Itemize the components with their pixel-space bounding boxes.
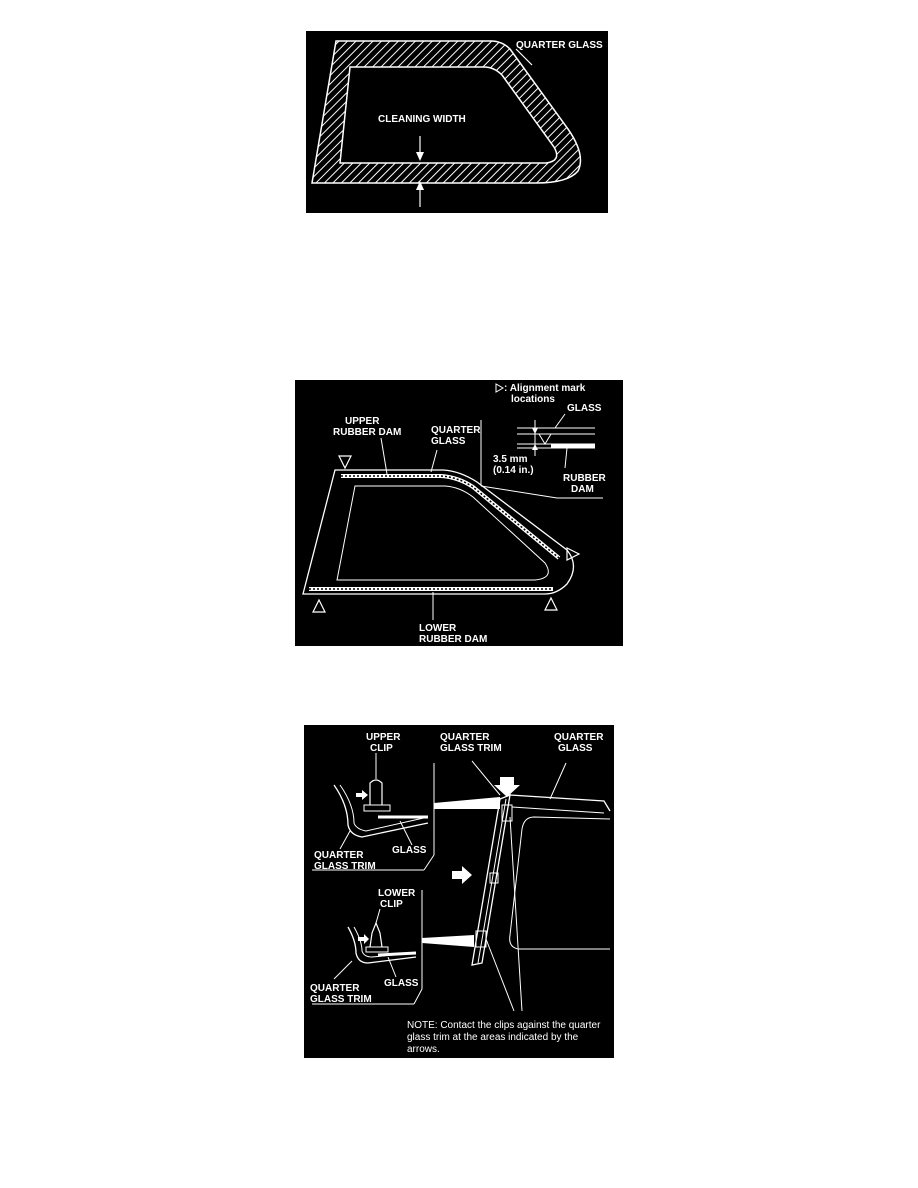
quarter-glass-inner: [511, 806, 605, 814]
quarter-glass-outline: [509, 794, 611, 812]
label-upper-clip-1: UPPER: [366, 732, 401, 743]
label-rubber-dam-2: DAM: [571, 484, 594, 495]
label-glass-inset: GLASS: [567, 403, 602, 414]
quarter-glass-leader: [515, 48, 533, 66]
label-glass-upper: GLASS: [392, 845, 427, 856]
cleaning-width-drawing: [311, 40, 582, 207]
upper-clip-icon: [369, 779, 383, 805]
label-quarter-glass-trim-top-2: GLASS TRIM: [440, 743, 502, 754]
label-lower-clip-2: CLIP: [380, 899, 403, 910]
lower-glass-leader: [387, 956, 397, 978]
figure-cleaning-width: QUARTER GLASS CLEANING WIDTH: [306, 31, 608, 213]
quarter-glass-label-leader: [549, 762, 567, 800]
quarter-glass-inner: [336, 485, 549, 581]
lower-inset-corner: [413, 988, 423, 1005]
inset-dim-arrow-top: [532, 428, 538, 434]
upper-trim-profile: [333, 784, 429, 838]
label-quarter-glass-trim-bottom-1: QUARTER: [310, 983, 360, 994]
arrow-side-icon: [452, 866, 472, 884]
cleaning-area-inner: [339, 66, 558, 164]
label-quarter-glass-trim-bottom-2: GLASS TRIM: [310, 994, 372, 1005]
inset-rubber-dam-leader: [564, 447, 568, 469]
lower-clip-base: [365, 946, 389, 953]
label-cleaning-width: CLEANING WIDTH: [378, 114, 466, 125]
label-dimension-mm: 3.5 mm: [493, 454, 528, 465]
upper-trim-profile-inner: [339, 784, 429, 832]
label-quarter-glass-2: GLASS: [431, 436, 466, 447]
label-lower-clip-1: LOWER: [378, 888, 416, 899]
label-quarter-glass-1: QUARTER: [431, 425, 481, 436]
lower-trim-leader: [333, 960, 353, 980]
note-leader-left: [485, 938, 515, 1012]
quarter-glass-window: [509, 816, 611, 950]
label-lower-rubber-dam-1: LOWER: [419, 623, 457, 634]
label-quarter-glass: QUARTER GLASS: [516, 40, 603, 51]
alignment-mark-right: [566, 547, 581, 561]
arrow-top-icon: [494, 777, 520, 797]
label-quarter-glass-1: QUARTER: [554, 732, 604, 743]
lower-clip-leader: [375, 908, 381, 924]
note-text: NOTE: Contact the clips against the quar…: [407, 1020, 601, 1055]
lower-clip-icon: [369, 921, 383, 948]
label-quarter-glass-2: GLASS: [558, 743, 593, 754]
note-leader-right: [509, 816, 523, 1012]
lower-trim-profile: [347, 926, 417, 964]
trim-inner-edge: [477, 798, 507, 964]
label-rubber-dam-1: RUBBER: [563, 473, 606, 484]
upper-rubber-dam-inner: [341, 475, 560, 559]
inset-rubber-dam: [551, 444, 595, 448]
quarter-glass-leader: [430, 449, 438, 473]
arrow-up-head: [416, 181, 424, 190]
glass-trim-drawing: [312, 753, 611, 1012]
inset-alignment-v: [538, 433, 552, 445]
legend-text-1: : Alignment mark: [504, 383, 586, 394]
label-dimension-in: (0.14 in.): [493, 465, 534, 476]
upper-rubber-dam-leader: [380, 437, 388, 475]
upper-inset-corner: [423, 854, 435, 871]
legend-text-2: locations: [511, 394, 555, 405]
rubber-dam-drawing: [302, 383, 603, 620]
upper-clip-base: [363, 804, 391, 812]
quarter-glass-outline: [302, 469, 575, 595]
alignment-mark-upper-left: [338, 455, 352, 470]
inset-glass-leader: [554, 413, 566, 429]
trim-clip-upper: [501, 804, 513, 822]
arrow-down-head: [416, 152, 424, 161]
label-glass-lower: GLASS: [384, 978, 419, 989]
figure-rubber-dam: ▷ : Alignment mark locations GLASS UPPER…: [295, 380, 623, 646]
figure-glass-trim-clips: UPPER CLIP QUARTER GLASS TRIM QUARTER GL…: [304, 725, 614, 1058]
upper-connector: [434, 797, 500, 809]
lower-glass-strip: [377, 951, 417, 957]
label-quarter-glass-trim-top-1: QUARTER: [440, 732, 490, 743]
legend-symbol: ▷: [495, 382, 503, 393]
alignment-mark-lower-left: [312, 598, 326, 613]
label-quarter-glass-trim-left-2: GLASS TRIM: [314, 861, 376, 872]
lower-clip-arrow-icon: [358, 934, 369, 944]
legend-triangle-icon: [495, 383, 505, 393]
inset-frame-bottom: [480, 485, 558, 499]
label-lower-rubber-dam-2: RUBBER DAM: [419, 634, 488, 645]
upper-trim-leader: [339, 830, 351, 850]
alignment-mark-lower-right: [544, 596, 558, 611]
upper-glass-leader: [399, 820, 413, 846]
inset-dim-arrow-bottom: [532, 444, 538, 450]
lower-connector: [422, 935, 474, 947]
label-upper-rubber-dam-2: RUBBER DAM: [333, 427, 402, 438]
trim-label-leader: [471, 760, 501, 796]
label-upper-clip-2: CLIP: [370, 743, 393, 754]
trim-clip-middle: [489, 872, 499, 884]
label-quarter-glass-trim-left-1: QUARTER: [314, 850, 364, 861]
lower-trim-profile-inner: [353, 926, 417, 958]
upper-clip-arrow-icon: [356, 790, 368, 800]
label-upper-rubber-dam-1: UPPER: [345, 416, 380, 427]
